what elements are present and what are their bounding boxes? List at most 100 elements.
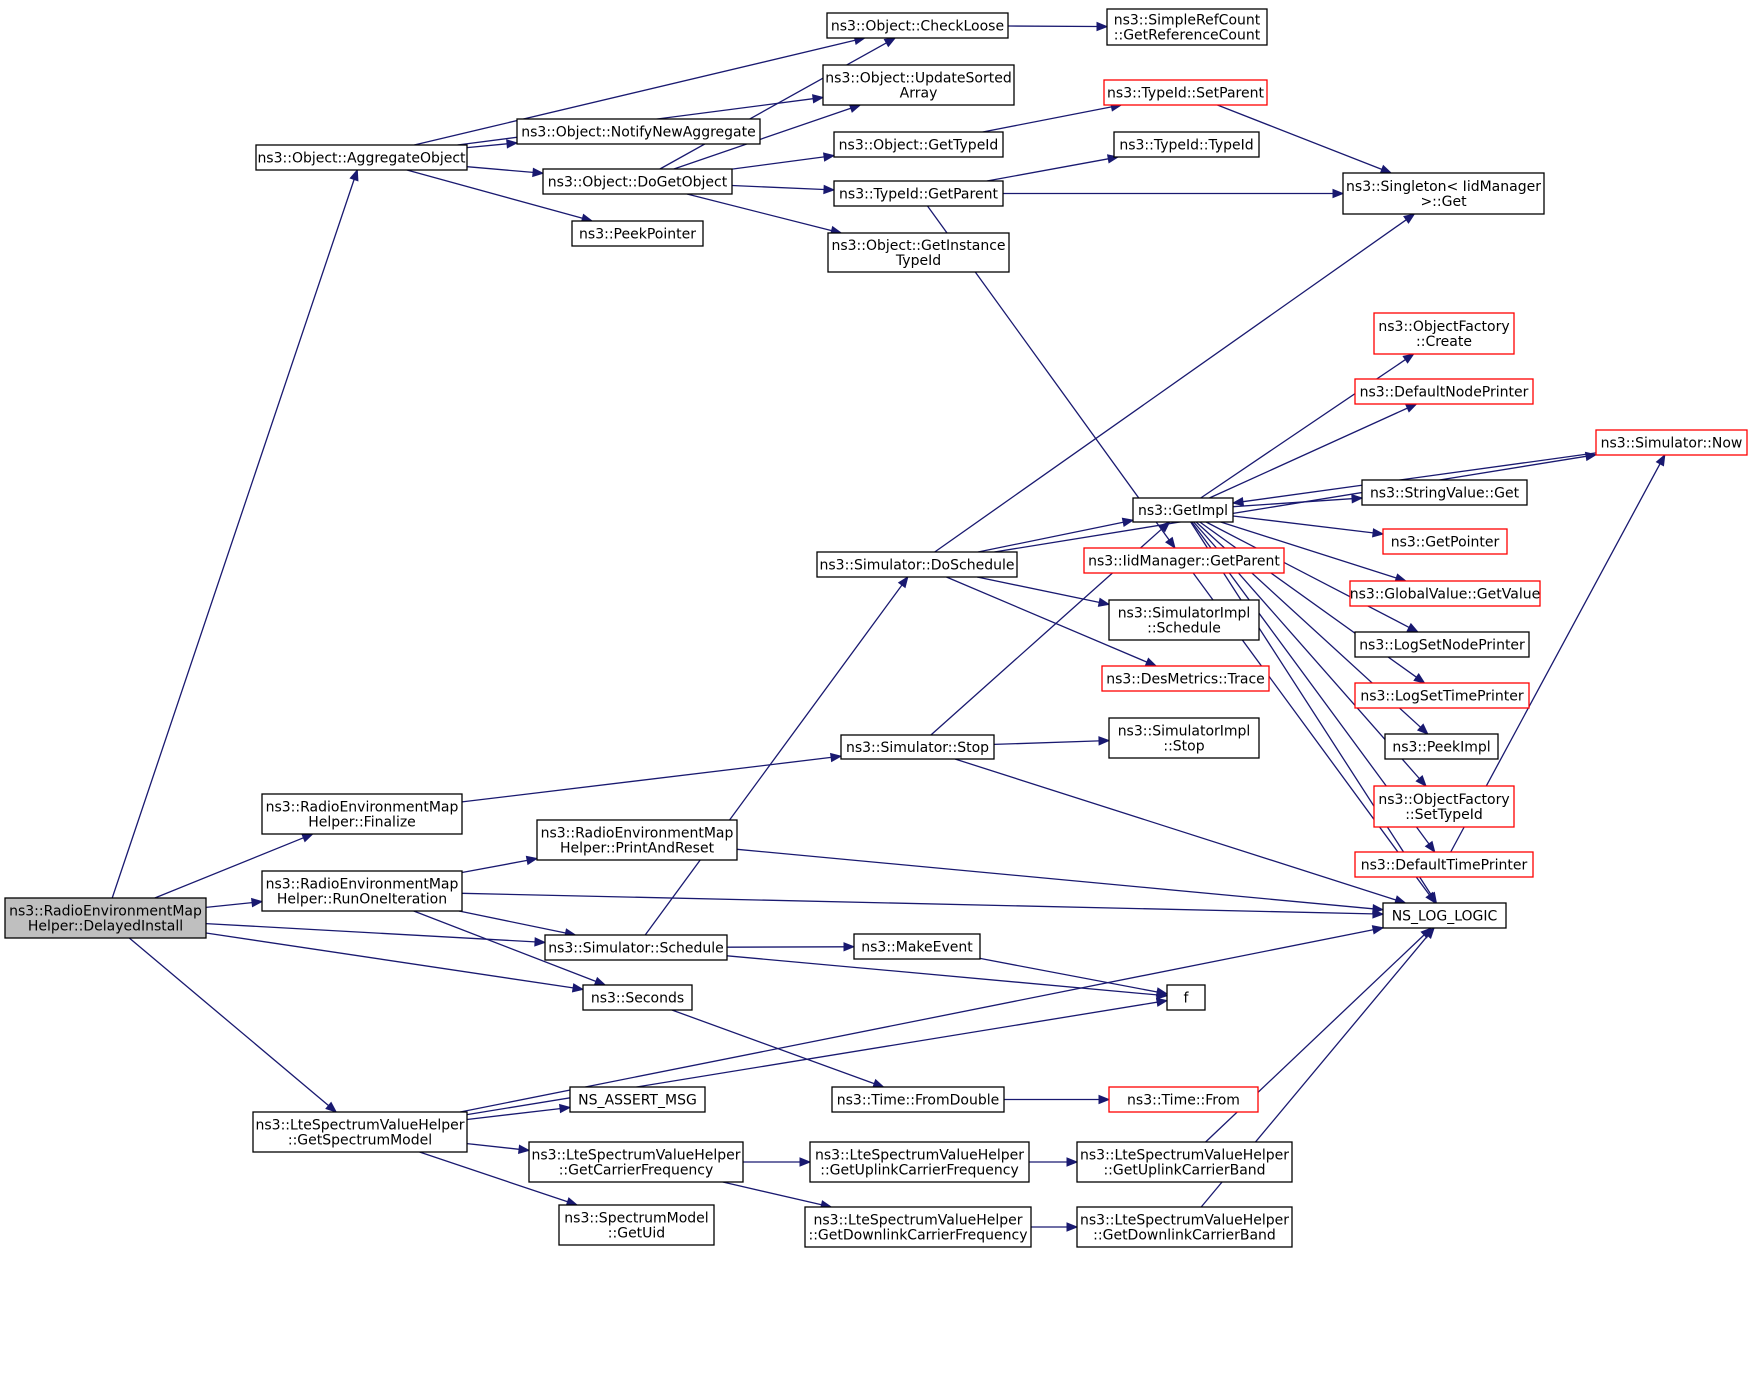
node-desmetrics[interactable]: ns3::DesMetrics::Trace: [1101, 665, 1270, 692]
node-peekpointer[interactable]: ns3::PeekPointer: [571, 220, 704, 247]
edge-line: [466, 166, 534, 174]
node-singleton[interactable]: ns3::Singleton< IidManager>::Get: [1342, 172, 1545, 215]
arrowhead: [518, 1144, 531, 1154]
node-box: [816, 551, 1018, 578]
node-getuid[interactable]: ns3::SpectrumModel::GetUid: [558, 1204, 715, 1246]
node-typeidtypeid[interactable]: ns3::TypeId::TypeId: [1113, 131, 1260, 158]
node-label: TypeId: [895, 253, 941, 269]
node-getimpl[interactable]: ns3::GetImpl: [1132, 497, 1234, 523]
edge-line: [954, 758, 1397, 901]
node-label: ns3::TypeId::SetParent: [1107, 86, 1264, 102]
node-objfactorysettype[interactable]: ns3::ObjectFactory::SetTypeId: [1373, 785, 1515, 828]
node-label: ns3::DefaultTimePrinter: [1361, 858, 1528, 874]
node-box: [1101, 665, 1270, 692]
edge-getspectrummodel-to-nslogic: [460, 925, 1385, 1113]
node-box: [1166, 984, 1206, 1011]
edge-getimpl-to-stringvalueget: [1232, 493, 1364, 508]
node-defaultnodeprinter[interactable]: ns3::DefaultNodePrinter: [1354, 378, 1534, 405]
node-notifynew[interactable]: ns3::Object::NotifyNewAggregate: [516, 118, 761, 145]
node-fromdouble[interactable]: ns3::Time::FromDouble: [831, 1086, 1005, 1113]
node-label: ::GetCarrierFrequency: [559, 1163, 714, 1179]
edge-line: [154, 837, 304, 899]
node-checkloose[interactable]: ns3::Object::CheckLoose: [826, 12, 1009, 39]
node-globalvalue[interactable]: ns3::GlobalValue::GetValue: [1349, 580, 1541, 607]
node-simimplschedule[interactable]: ns3::SimulatorImpl::Schedule: [1108, 599, 1260, 641]
node-label: ns3::Time::From: [1127, 1093, 1240, 1109]
node-getuplinkfreq[interactable]: ns3::LteSpectrumValueHelper::GetUplinkCa…: [809, 1141, 1030, 1183]
node-getuplinkband[interactable]: ns3::LteSpectrumValueHelper::GetUplinkCa…: [1076, 1141, 1293, 1183]
node-box: [542, 168, 733, 195]
node-f[interactable]: f: [1166, 984, 1206, 1011]
node-label: ::Schedule: [1147, 621, 1221, 637]
edge-printandreset-to-nslogic: [736, 848, 1385, 914]
node-label: ns3::ObjectFactory: [1378, 319, 1509, 335]
node-box: [1349, 580, 1541, 607]
node-printandreset[interactable]: ns3::RadioEnvironmentMapHelper::PrintAnd…: [536, 819, 738, 861]
node-peekimpl[interactable]: ns3::PeekImpl: [1384, 733, 1499, 760]
node-aggregate[interactable]: ns3::Object::AggregateObject: [255, 144, 468, 171]
node-box: [558, 1204, 715, 1246]
node-nslogic[interactable]: NS_LOG_LOGIC: [1382, 902, 1507, 929]
node-makeevent[interactable]: ns3::MakeEvent: [853, 933, 981, 960]
edge-root-to-simschedule: [205, 922, 547, 947]
arrowhead: [1413, 673, 1426, 684]
node-getcarrierfreq[interactable]: ns3::LteSpectrumValueHelper::GetCarrierF…: [528, 1141, 744, 1183]
node-label: ns3::Simulator::Stop: [846, 740, 989, 756]
edges-layer: [111, 21, 1666, 1232]
arrowhead: [1415, 775, 1427, 788]
node-label: ::GetDownlinkCarrierBand: [1093, 1228, 1276, 1244]
node-logsetnode[interactable]: ns3::LogSetNodePrinter: [1354, 631, 1530, 658]
node-dogetobject[interactable]: ns3::Object::DoGetObject: [542, 168, 733, 195]
node-doschedule[interactable]: ns3::Simulator::DoSchedule: [816, 551, 1018, 578]
node-root[interactable]: ns3::RadioEnvironmentMapHelper::DelayedI…: [4, 897, 207, 939]
node-nsassert[interactable]: NS_ASSERT_MSG: [569, 1086, 706, 1113]
edge-doschedule-to-getimpl: [977, 517, 1135, 553]
edge-simstop-to-simimplstop: [993, 736, 1111, 746]
node-simstop[interactable]: ns3::Simulator::Stop: [840, 734, 995, 760]
node-box: [1354, 682, 1530, 709]
node-label: ns3::LteSpectrumValueHelper: [256, 1118, 465, 1134]
node-simnow[interactable]: ns3::Simulator::Now: [1595, 429, 1748, 456]
arrowhead: [1379, 164, 1393, 174]
node-simschedule[interactable]: ns3::Simulator::Schedule: [544, 934, 728, 961]
node-getdownlinkfreq[interactable]: ns3::LteSpectrumValueHelper::GetDownlink…: [804, 1206, 1032, 1248]
node-logsettime[interactable]: ns3::LogSetTimePrinter: [1354, 682, 1530, 709]
node-gettypeid[interactable]: ns3::Object::GetTypeId: [833, 131, 1004, 158]
node-box: [1132, 497, 1234, 523]
node-objfactorycreate[interactable]: ns3::ObjectFactory::Create: [1373, 312, 1515, 355]
arrowhead: [1158, 521, 1171, 533]
node-seconds[interactable]: ns3::Seconds: [582, 984, 693, 1011]
arrowhead: [1655, 453, 1666, 467]
edge-line: [461, 892, 1374, 915]
node-box: [804, 1206, 1032, 1248]
node-label: ns3::Object::UpdateSorted: [825, 71, 1011, 87]
node-simplerefcount[interactable]: ns3::SimpleRefCount::GetReferenceCount: [1106, 8, 1268, 46]
node-box: [1384, 733, 1499, 760]
node-defaulttimeprinter[interactable]: ns3::DefaultTimePrinter: [1354, 851, 1534, 878]
edge-line: [994, 455, 1587, 553]
node-box: [1595, 429, 1748, 456]
node-simimplstop[interactable]: ns3::SimulatorImpl::Stop: [1108, 717, 1260, 759]
node-label: ns3::PeekPointer: [579, 227, 696, 243]
node-getpointer[interactable]: ns3::GetPointer: [1382, 528, 1508, 555]
node-iidgetparent[interactable]: ns3::IidManager::GetParent: [1083, 547, 1285, 574]
node-runoneiteration[interactable]: ns3::RadioEnvironmentMapHelper::RunOneIt…: [261, 870, 463, 912]
node-getspectrummodel[interactable]: ns3::LteSpectrumValueHelper::GetSpectrum…: [252, 1111, 468, 1153]
node-label: ns3::DefaultNodePrinter: [1360, 385, 1529, 401]
node-getdownlinkband[interactable]: ns3::LteSpectrumValueHelper::GetDownlink…: [1076, 1206, 1293, 1248]
edge-root-to-runoneiteration: [205, 897, 264, 909]
node-box: [853, 933, 981, 960]
node-timefrom[interactable]: ns3::Time::From: [1108, 1086, 1259, 1113]
node-setparent[interactable]: ns3::TypeId::SetParent: [1103, 79, 1268, 106]
node-label: Array: [900, 86, 938, 102]
node-typeidgetparent[interactable]: ns3::TypeId::GetParent: [833, 180, 1004, 207]
arrowhead: [1416, 723, 1429, 735]
edge-line: [128, 937, 330, 1107]
edge-makeevent-to-f: [979, 957, 1169, 997]
edge-getuplinkfreq-to-getuplinkband: [1029, 1157, 1079, 1167]
node-stringvalueget[interactable]: ns3::StringValue::Get: [1361, 479, 1528, 506]
node-label: ::Stop: [1163, 739, 1204, 755]
